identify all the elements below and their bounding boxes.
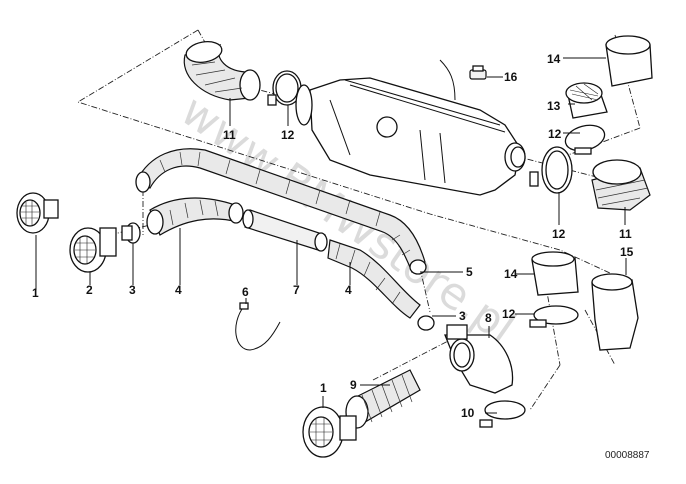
part-6-cable-tie: [235, 302, 281, 351]
part-4-hose-middle: [327, 239, 421, 319]
callout-7: 7: [293, 283, 300, 297]
part-12-clamp-lower: [529, 305, 579, 328]
part-11-elbow-hose: [183, 41, 261, 101]
part-8-elbow: [444, 324, 514, 394]
part-13-screen: [565, 82, 608, 119]
callout-4: 4: [175, 283, 182, 297]
callout-10: 10: [461, 406, 475, 420]
part-1-vent-lower: [302, 406, 357, 458]
callout-14: 14: [504, 267, 518, 281]
callout-labels: 1 1 2 3 3 4 4 5 6 7 8 9 10 11 11 12 12 1…: [32, 52, 634, 420]
part-11-bellows-right: [591, 159, 651, 211]
callout-8: 8: [485, 311, 492, 325]
part-15-bent-sleeve: [591, 273, 639, 351]
callout-4: 4: [345, 283, 352, 297]
part-12-clamp: [267, 70, 302, 106]
callout-9: 9: [350, 378, 357, 392]
part-10-clamp: [479, 400, 526, 428]
callout-12: 12: [552, 227, 566, 241]
callout-12: 12: [281, 128, 295, 142]
part-14-sleeve-lower: [531, 251, 579, 296]
callout-5: 5: [466, 265, 473, 279]
part-12-clamp-upper-right: [564, 124, 606, 155]
callout-1: 1: [320, 381, 327, 395]
callout-1: 1: [32, 286, 39, 300]
part-9-bellows: [345, 369, 421, 429]
leader-lines: [35, 57, 627, 414]
part-14-sleeve: [605, 35, 653, 87]
callout-2: 2: [86, 283, 93, 297]
heater-unit: [295, 59, 526, 196]
callout-11: 11: [223, 128, 236, 142]
callout-13: 13: [547, 99, 561, 113]
callout-16: 16: [504, 70, 518, 84]
callout-12: 12: [548, 127, 562, 141]
callout-12: 12: [502, 307, 516, 321]
part-3-ring: [121, 222, 141, 244]
callout-3: 3: [459, 309, 466, 323]
reference-number: 00008887: [605, 450, 650, 461]
callout-15: 15: [620, 245, 634, 259]
part-12-clamp-right: [529, 146, 573, 194]
part-3-ring-right: [417, 315, 435, 331]
callout-14: 14: [547, 52, 561, 66]
part-5-long-hose: [135, 148, 427, 275]
callout-11: 11: [619, 227, 632, 241]
callout-3: 3: [129, 283, 136, 297]
part-1-vent-left: [16, 192, 59, 234]
part-7-tube: [242, 209, 328, 252]
part-4-hose-left: [146, 197, 244, 236]
callout-6: 6: [242, 285, 249, 299]
part-16-clip: [469, 65, 487, 80]
part-2-vent: [69, 227, 117, 273]
